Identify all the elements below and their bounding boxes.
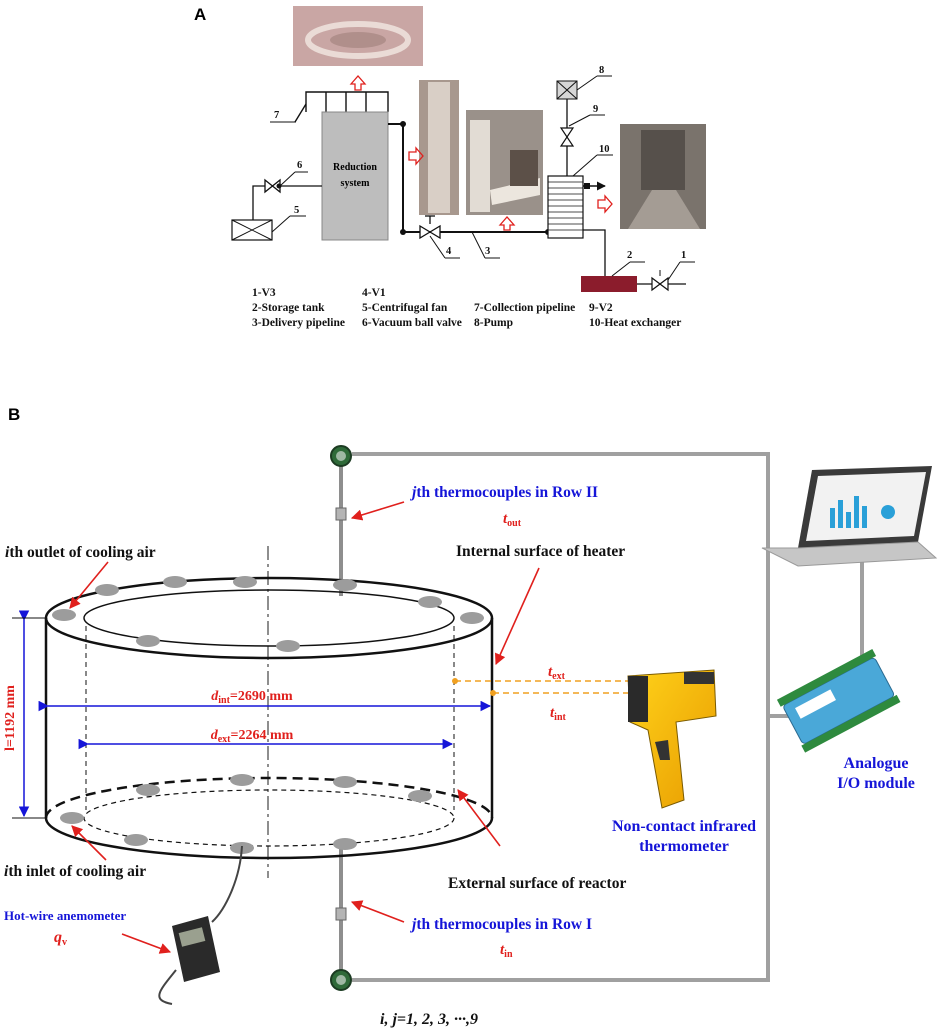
num-8: 8 bbox=[599, 65, 604, 76]
num-10: 10 bbox=[599, 144, 610, 155]
legend-6: 6-Vacuum ball valve bbox=[362, 317, 462, 329]
infrared-thermometer-icon bbox=[627, 669, 717, 809]
reduction-system-box bbox=[321, 111, 389, 241]
external-surface-label: External surface of reactor bbox=[448, 875, 626, 892]
cooling-air-inlets bbox=[60, 774, 432, 854]
index-note: i, j=1, 2, 3, ···,9 bbox=[380, 1011, 478, 1028]
storage-tank bbox=[581, 276, 637, 292]
t-out-label: tout bbox=[503, 511, 522, 529]
photo-heat-exchanger-room bbox=[620, 124, 706, 229]
hot-wire-anemometer-icon bbox=[158, 845, 243, 1005]
t-in-label: tin bbox=[500, 942, 513, 960]
legend-2: 2-Storage tank bbox=[252, 302, 325, 314]
valve-v3-icon bbox=[651, 276, 669, 292]
legend-7: 7-Collection pipeline bbox=[474, 302, 575, 314]
thermocouple-row-ii bbox=[330, 445, 352, 596]
heat-exchanger bbox=[547, 175, 584, 239]
signal-wires bbox=[352, 452, 864, 982]
centrifugal-fan-line bbox=[252, 178, 322, 220]
num-2: 2 bbox=[627, 250, 632, 261]
photo-pipe-room bbox=[466, 110, 543, 215]
component-numbers: 1 2 3 4 5 6 7 8 9 10 bbox=[274, 65, 686, 261]
collection-pipeline bbox=[294, 91, 389, 123]
reduction-label-2: system bbox=[341, 178, 371, 189]
laptop-icon bbox=[761, 466, 938, 567]
ir-thermometer-label-1: Non-contact infrared bbox=[612, 818, 756, 835]
valve-6-ball bbox=[276, 183, 282, 189]
num-6: 6 bbox=[297, 160, 302, 171]
num-5: 5 bbox=[294, 205, 299, 216]
arrow-right-icon bbox=[408, 146, 424, 166]
num-1: 1 bbox=[681, 250, 686, 261]
num-3: 3 bbox=[485, 246, 490, 257]
num-4: 4 bbox=[446, 246, 452, 257]
io-module-label-1: Analogue bbox=[844, 755, 909, 772]
legend-9: 9-V2 bbox=[589, 302, 613, 314]
qv-label: qv bbox=[54, 929, 67, 948]
arrow-up-icon-2 bbox=[498, 216, 516, 231]
valve-v2-icon bbox=[559, 127, 575, 147]
legend-3: 3-Delivery pipeline bbox=[252, 317, 345, 329]
d-ext-label: dext=2264 mm bbox=[211, 728, 294, 745]
legend-8: 8-Pump bbox=[474, 317, 513, 329]
legend-5: 5-Centrifugal fan bbox=[362, 302, 448, 314]
delivery-pipeline bbox=[388, 123, 548, 233]
panel-a-letter: A bbox=[194, 5, 206, 24]
photo-pipe-vertical bbox=[419, 80, 459, 215]
t-int-label: tint bbox=[550, 705, 567, 723]
legend-10: 10-Heat exchanger bbox=[589, 317, 681, 329]
anemometer-label: Hot-wire anemometer bbox=[4, 908, 126, 923]
arrow-right-icon-2 bbox=[597, 194, 613, 214]
ir-thermometer-label-2: thermometer bbox=[639, 838, 729, 855]
legend-1: 1-V3 bbox=[252, 287, 276, 299]
reactor-cylinder bbox=[44, 546, 494, 878]
thermocouple-row-i bbox=[330, 842, 352, 991]
outlet-label: ith outlet of cooling air bbox=[5, 544, 156, 561]
num-9: 9 bbox=[593, 104, 598, 115]
t-ext-label: text bbox=[548, 664, 566, 682]
ir-measurement-lines bbox=[452, 678, 640, 696]
panel-b-letter: B bbox=[8, 405, 20, 424]
num-7: 7 bbox=[274, 110, 279, 121]
internal-surface-label: Internal surface of heater bbox=[456, 543, 625, 560]
valve-v1-icon bbox=[419, 224, 441, 240]
thermocouples-row-ii-label: jth thermocouples in Row II bbox=[409, 484, 598, 501]
annotation-arrows bbox=[69, 501, 540, 954]
height-label: l=1192 mm bbox=[3, 685, 18, 751]
legend-panel-a: 1-V3 2-Storage tank 3-Delivery pipeline … bbox=[252, 287, 681, 329]
legend-4: 4-V1 bbox=[362, 287, 386, 299]
io-module-label-2: I/O module bbox=[837, 775, 915, 792]
arrow-up-icon bbox=[349, 75, 367, 91]
analogue-io-module-icon bbox=[776, 648, 901, 753]
d-int-label: dint=2690 mm bbox=[211, 689, 293, 706]
thermocouples-row-i-label: jth thermocouples in Row I bbox=[409, 916, 592, 933]
photo-top-ring bbox=[293, 6, 423, 66]
reduction-label-1: Reduction bbox=[333, 162, 377, 173]
inlet-label: ith inlet of cooling air bbox=[4, 863, 146, 880]
cooling-air-outlets bbox=[52, 576, 484, 652]
